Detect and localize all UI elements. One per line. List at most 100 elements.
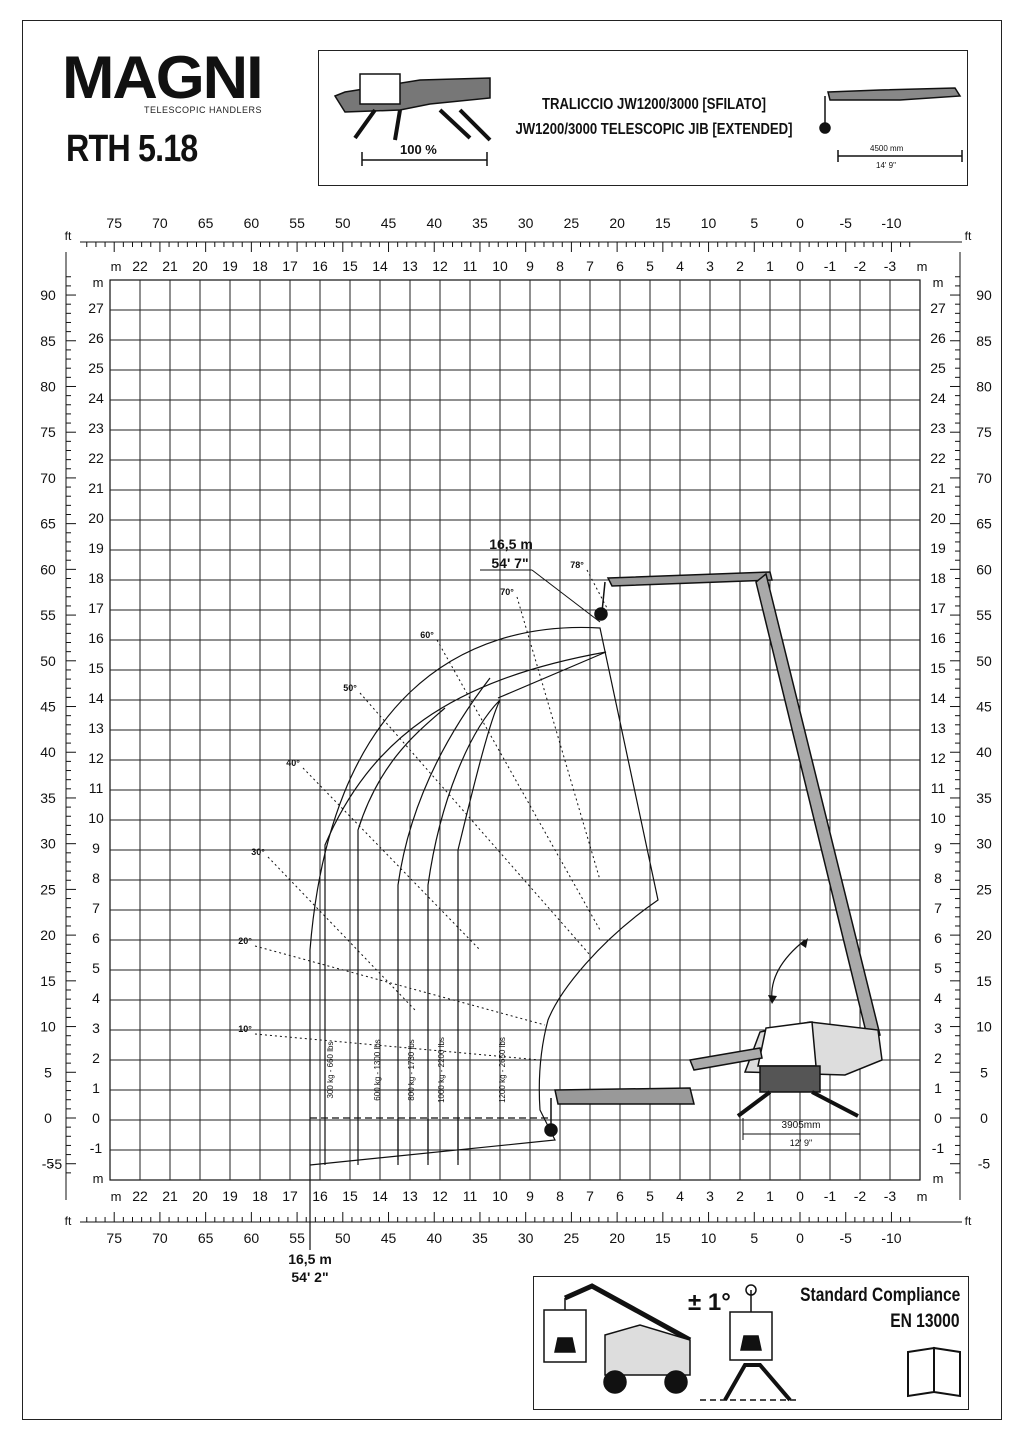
- bottom-m-label: 6: [616, 1188, 624, 1204]
- left-m-label: 26: [88, 330, 104, 346]
- right-m-unit-bottom: m: [933, 1171, 944, 1186]
- right-m-label: 8: [934, 870, 942, 886]
- left-ft-label: 25: [40, 881, 56, 897]
- left-m-label: 15: [88, 660, 104, 676]
- right-m-label: 23: [930, 420, 946, 436]
- bottom-ft-label: 40: [426, 1230, 442, 1246]
- bottom-m-label: 9: [526, 1188, 534, 1204]
- brand-logo: MAGNI TELESCOPIC HANDLERS: [62, 48, 302, 138]
- top-m-label: 13: [402, 258, 418, 274]
- bottom-m-label: 21: [162, 1188, 178, 1204]
- top-right-ft-unit: ft: [965, 229, 972, 243]
- max-height-m-label: 16,5 m: [489, 536, 533, 552]
- max-height-leader: [531, 569, 601, 623]
- top-m-label: 15: [342, 258, 358, 274]
- left-m-label: 21: [88, 480, 104, 496]
- top-m-label: 20: [192, 258, 208, 274]
- jib-length-ft-label: 14' 9": [876, 161, 896, 170]
- top-m-label: 22: [132, 258, 148, 274]
- left-ft-label: 0: [44, 1110, 52, 1126]
- left-m-label: 4: [92, 990, 100, 1006]
- bottom-m-label: 5: [646, 1188, 654, 1204]
- outer-envelope-curve: [309, 626, 659, 1166]
- left-m-label: -1: [90, 1140, 103, 1156]
- bottom-m-label: -3: [884, 1188, 897, 1204]
- left-ft-label: 45: [40, 699, 56, 715]
- right-ft-label: 20: [976, 927, 992, 943]
- left-m-label: 2: [92, 1050, 100, 1066]
- angle-ray: [359, 692, 591, 956]
- left-ft-label: 80: [40, 378, 56, 394]
- right-m-label: 5: [934, 960, 942, 976]
- angle-label: 70°: [500, 587, 514, 597]
- left-m-label: 17: [88, 600, 104, 616]
- manual-book-icon: [907, 1346, 961, 1398]
- bottom-m-label: -2: [854, 1188, 867, 1204]
- left-ft-label: 30: [40, 836, 56, 852]
- right-ft-label: 65: [976, 516, 992, 532]
- right-m-label: 14: [930, 690, 946, 706]
- left-ft-label: 70: [40, 470, 56, 486]
- left-m-label: 10: [88, 810, 104, 826]
- load-zone-label: 600 kg - 1300 lbs: [373, 1039, 382, 1100]
- bottom-m-label: 0: [796, 1188, 804, 1204]
- left-m-label: 1: [92, 1080, 100, 1096]
- left-ft-label: 50: [40, 653, 56, 669]
- bottom-ft-label: 0: [796, 1230, 804, 1246]
- left-ft-label: 20: [40, 927, 56, 943]
- top-m-label: 11: [463, 258, 478, 274]
- right-ft-label: -5: [978, 1156, 991, 1172]
- stabilizer-legs: [736, 1090, 859, 1118]
- right-ft-label: 10: [976, 1019, 992, 1035]
- right-m-label: 9: [934, 840, 942, 856]
- base-width-ft-label: 12' 9": [790, 1138, 812, 1148]
- bottom-ft-label: 25: [564, 1230, 580, 1246]
- left-m-label: 3: [92, 1020, 100, 1036]
- zone-curve-1000kg: [427, 699, 501, 1165]
- top-m-unit-right: m: [917, 259, 928, 274]
- left-m-label: 9: [92, 840, 100, 856]
- top-ft-label: 20: [609, 215, 625, 231]
- bottom-ft-label: 75: [106, 1230, 122, 1246]
- top-ft-label: 5: [750, 215, 758, 231]
- logo-subtitle: TELESCOPIC HANDLERS: [144, 105, 263, 115]
- right-m-label: 26: [930, 330, 946, 346]
- right-m-label: 24: [930, 390, 946, 406]
- top-m-label: 3: [706, 258, 714, 274]
- angle-label: 78°: [570, 560, 584, 570]
- right-m-label: 4: [934, 990, 942, 1006]
- right-m-label: 17: [930, 600, 946, 616]
- angle-ray: [267, 856, 416, 1011]
- angle-label: 40°: [286, 758, 300, 768]
- bottom-m-label: 11: [463, 1188, 478, 1204]
- top-ft-label: 30: [518, 215, 534, 231]
- top-m-label: 6: [616, 258, 624, 274]
- bottom-ft-label: 35: [472, 1230, 488, 1246]
- compliance-stabilizer-icon: [700, 1284, 800, 1402]
- tilt-tolerance-label: ± 1°: [688, 1289, 731, 1316]
- top-ft-label: 55: [289, 215, 305, 231]
- right-ft-label: 80: [976, 378, 992, 394]
- max-height-ft-label: 54' 7": [491, 555, 528, 571]
- zone-curve-600kg: [357, 707, 446, 1165]
- right-ft-label: 25: [976, 881, 992, 897]
- top-m-label: 1: [766, 258, 774, 274]
- top-ft-label: 70: [152, 215, 168, 231]
- machine-base: [759, 1065, 821, 1093]
- angle-ray: [302, 767, 481, 951]
- bottom-m-label: 18: [252, 1188, 268, 1204]
- rotation-arrow: [771, 939, 806, 1001]
- header-machine-icon: [333, 73, 492, 166]
- left-m-label: 18: [88, 570, 104, 586]
- top-m-label: 8: [556, 258, 564, 274]
- top-m-label: 5: [646, 258, 654, 274]
- bottom-right-ft-unit: ft: [965, 1214, 972, 1228]
- bottom-m-label: 14: [372, 1188, 388, 1204]
- compliance-machine-icon: [543, 1283, 692, 1394]
- bottom-m-label: 12: [432, 1188, 448, 1204]
- load-zone-label: 1200 kg - 2650 lbs: [498, 1037, 507, 1103]
- left-ft-label: 60: [40, 561, 56, 577]
- right-m-label: 16: [930, 630, 946, 646]
- top-ft-label: 0: [796, 215, 804, 231]
- top-m-unit: m: [111, 259, 122, 274]
